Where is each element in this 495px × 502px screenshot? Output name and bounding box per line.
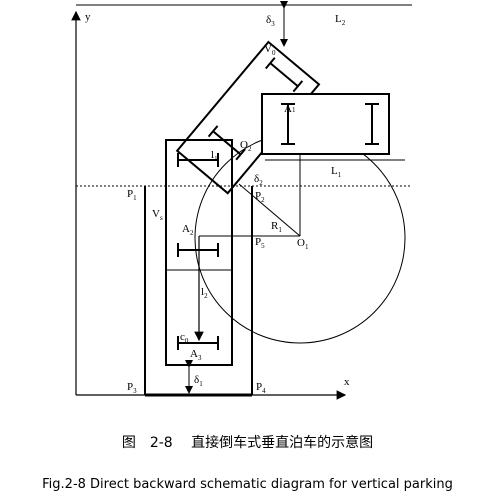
label-delta2: δ2: [254, 173, 263, 187]
label-l2: L2: [335, 13, 346, 27]
label-delta1: δ1: [194, 374, 203, 388]
label-p2: P2: [255, 190, 265, 204]
caption-chinese: 图 2-8 直接倒车式垂直泊车的示意图: [121, 435, 374, 451]
label-vs: Vs: [152, 208, 163, 222]
label-a1: A1: [284, 103, 296, 115]
label-a2: A2: [182, 223, 194, 237]
radius-r1: [238, 183, 301, 237]
parking-slot: [144, 186, 253, 397]
vehicle-final: [165, 139, 233, 366]
label-l2-length: l2: [201, 286, 208, 300]
label-delta3: δ3: [266, 14, 275, 28]
label-p1: P1: [127, 188, 137, 202]
label-p4: P4: [256, 381, 266, 395]
label-p5: P5: [255, 236, 265, 250]
x-axis-label: x: [344, 376, 350, 388]
label-r1: R1: [271, 220, 282, 234]
label-l1: l1: [211, 149, 218, 163]
label-v0: V0: [264, 43, 276, 57]
label-c0: c0: [180, 331, 189, 345]
caption-english: Fig.2-8 Direct backward schematic diagra…: [42, 477, 453, 492]
y-axis-label: y: [85, 11, 91, 23]
label-p3: P3: [127, 381, 137, 395]
vehicle-horizontal: [261, 93, 390, 155]
label-o1: O1: [297, 237, 309, 251]
label-a3: A3: [190, 348, 202, 362]
label-o2: O2: [240, 139, 252, 153]
label-l1-boundary: L1: [331, 165, 342, 179]
parking-diagram: y x: [71, 1, 412, 400]
